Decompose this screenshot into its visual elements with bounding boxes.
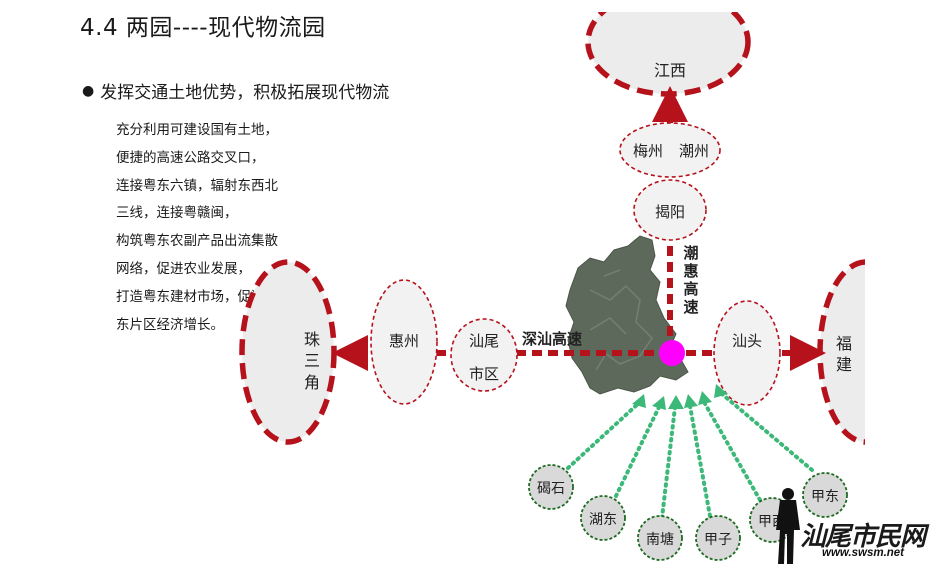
node-label-shanwei: 市区 (469, 365, 499, 383)
town-circle (695, 515, 741, 561)
body-line: 网络，促进农业发展， (116, 260, 251, 277)
town-line-nantang (660, 405, 677, 520)
arrowhead-green (684, 394, 698, 408)
node-meizhou-chaozhou (619, 122, 721, 178)
body-line: 三线，连接粤赣闽， (116, 205, 238, 222)
town-line-jiazi (688, 404, 712, 518)
town-label: 甲子 (704, 532, 732, 548)
body-line: 构筑粤东农副产品出流集散 (116, 233, 278, 250)
body-text: 充分利用可建设国有土地， 便捷的高速公路交叉口， 连接粤东六镇，辐射东西北 三线… (116, 117, 316, 339)
town-line-jiadong (720, 392, 814, 472)
town-line-jieshi (566, 400, 642, 470)
region-east-ellipse (817, 259, 865, 445)
road-label-north: 速 (683, 298, 698, 316)
town-circle (637, 515, 683, 561)
region-west-label: 三 (304, 351, 320, 370)
hub-point (659, 340, 685, 366)
white-mask-top (560, 0, 780, 12)
town-line-jiaxi (702, 400, 762, 502)
node-label-shantou: 汕头 (732, 332, 762, 350)
map-texture (589, 269, 653, 371)
watermark-logo: 汕尾市民网 (800, 522, 926, 552)
body-line: 充分利用可建设国有土地， (116, 122, 278, 138)
watermark-url: www.swsm.net (822, 547, 905, 559)
region-north-label: 江西 (654, 61, 686, 80)
arrowhead-green (632, 394, 646, 408)
bullet-marker: ● (82, 82, 95, 99)
town-line-hudong (614, 403, 662, 498)
town-circle (580, 495, 626, 541)
body-line: 便捷的高速公路交叉口， (116, 149, 265, 166)
town-label: 南塘 (646, 532, 674, 548)
arrowhead-green (714, 384, 728, 398)
arrowhead-green (668, 395, 684, 409)
node-label-huizhou: 惠州 (389, 332, 419, 350)
body-line: 东片区经济增长。 (116, 316, 224, 333)
region-west-label: 角 (304, 373, 320, 392)
bullet-heading: ● 发挥交通土地优势，积极拓展现代物流 (82, 78, 390, 104)
watermark-figure (776, 488, 800, 564)
road-label-north: 潮 (683, 244, 698, 262)
road-label-west: 深汕高速 (522, 330, 582, 348)
town-label: 碣石 (537, 481, 565, 497)
region-west-label: 珠 (304, 330, 320, 349)
arrowhead-green (652, 396, 666, 410)
town-circle (802, 472, 848, 518)
body-line: 连接粤东六镇，辐射东西北 (116, 177, 278, 194)
road-label-north: 惠 (683, 262, 698, 280)
node-huizhou (370, 279, 438, 405)
node-shantou (713, 300, 781, 406)
bullet-text: 发挥交通土地优势，积极拓展现代物流 (100, 83, 390, 103)
town-circle (528, 464, 574, 510)
page-title: 4.4 两园----现代物流园 (80, 15, 326, 41)
town-label: 甲东 (811, 489, 839, 505)
node-jieyang (633, 179, 707, 241)
region-east-label: 建 (836, 355, 852, 374)
town-label: 湖东 (589, 512, 617, 528)
node-shanwei (450, 318, 518, 392)
region-east-label: 福 (836, 334, 852, 353)
node-label-meizhou: 梅州 (633, 142, 663, 160)
node-label-chaozhou: 潮州 (679, 142, 709, 160)
node-label-shanwei: 汕尾 (469, 332, 499, 350)
body-line: 打造粤东建材市场，促进粤 (116, 288, 278, 305)
node-label-jieyang: 揭阳 (655, 203, 685, 221)
road-label-north: 高 (683, 280, 698, 298)
arrowhead-green (698, 391, 712, 405)
region-west-ellipse (239, 259, 337, 445)
